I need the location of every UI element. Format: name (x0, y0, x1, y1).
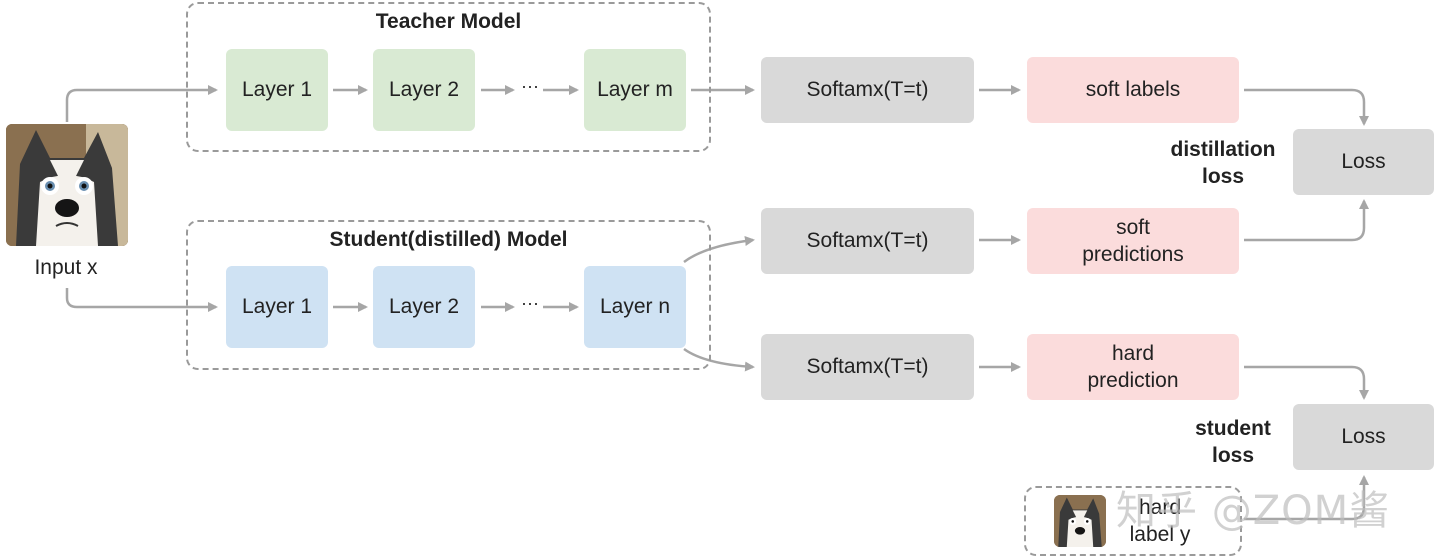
student-model-title: Student(distilled) Model (329, 228, 568, 251)
hard-prediction-line-2: prediction (1087, 369, 1179, 392)
teacher-ellipsis: ··· (521, 76, 539, 96)
softmax-student-hard: Softamx(T=t) (761, 334, 974, 400)
input-label: Input x (34, 256, 98, 279)
softmax-teacher: Softamx(T=t) (761, 57, 974, 123)
student-model-frame (186, 220, 711, 370)
softmax-student-soft: Softamx(T=t) (761, 208, 974, 274)
teacher-layer-m: Layer m (584, 49, 686, 131)
soft-labels-box: soft labels (1027, 57, 1239, 123)
teacher-layer-2: Layer 2 (373, 49, 475, 131)
soft-predictions-line-1: soft (1116, 215, 1150, 239)
hard-label-frame (1024, 486, 1242, 556)
student-loss-line-2: loss (1211, 444, 1255, 468)
student-layer-n: Layer n (584, 266, 686, 348)
soft-predictions-box: soft predictions (1027, 208, 1239, 274)
student-loss-box: Loss (1293, 404, 1434, 470)
student-loss-label: student loss (1170, 415, 1296, 470)
hard-label-text: hard label y (1110, 494, 1210, 549)
teacher-model-title: Teacher Model (375, 10, 522, 33)
hard-prediction-box: hard prediction (1027, 334, 1239, 400)
husky-thumbnail (1054, 495, 1106, 547)
teacher-model-frame (186, 2, 711, 152)
arrow-hardpred-loss (1244, 365, 1369, 400)
distillation-loss-label: distillation loss (1150, 136, 1296, 191)
hard-label-line-2: label y (1129, 523, 1191, 547)
student-ellipsis: ··· (521, 293, 539, 313)
student-layer-1: Layer 1 (226, 266, 328, 348)
arrow-softpred-loss (1244, 199, 1369, 242)
distillation-loss-line-2: loss (1201, 165, 1245, 189)
husky-illustration (6, 124, 128, 246)
distillation-loss-line-1: distillation (1170, 138, 1276, 161)
arrow-softlabels-loss (1244, 88, 1369, 126)
hard-label-dog-image (1054, 495, 1106, 547)
hard-label-line-1: hard (1138, 496, 1182, 519)
student-layer-2: Layer 2 (373, 266, 475, 348)
teacher-layer-1: Layer 1 (226, 49, 328, 131)
input-dog-image (6, 124, 128, 246)
soft-predictions-line-2: predictions (1082, 243, 1184, 266)
student-loss-line-1: student (1195, 417, 1271, 440)
hard-prediction-line-1: hard (1111, 341, 1155, 365)
distillation-loss-box: Loss (1293, 129, 1434, 195)
watermark: 知乎 @ZOM酱 (1116, 488, 1391, 534)
